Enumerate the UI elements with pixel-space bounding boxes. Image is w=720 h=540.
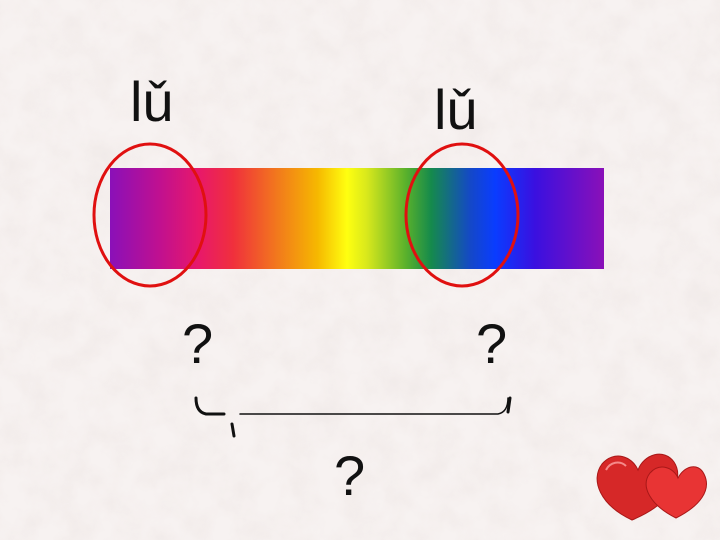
heart-decoration-icon [596,453,707,521]
question-mark-bottom: ? [334,444,366,507]
question-mark-right: ? [476,312,508,375]
right-red-circle [404,142,520,288]
bracket [194,396,512,438]
left-red-circle [92,142,208,288]
color-spectrum-bar [110,168,604,269]
pinyin-label-left: lǔ [130,70,174,133]
pinyin-label-right: lǔ [434,78,478,141]
question-mark-left: ? [182,312,214,375]
